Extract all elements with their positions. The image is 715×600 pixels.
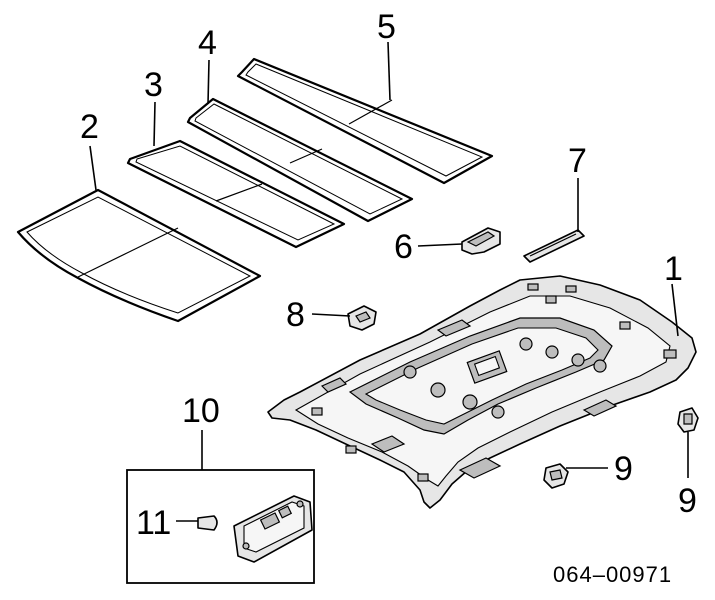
reference-code: 064–00971 [553, 562, 672, 587]
callout-3: 3 [144, 66, 163, 104]
callout-4: 4 [198, 24, 217, 62]
callout-10: 10 [182, 392, 220, 430]
part-10-frame [126, 469, 315, 584]
bulb-part-11 [197, 515, 218, 531]
pad-part-5 [236, 57, 494, 185]
map-lamp-part-10 [233, 495, 313, 563]
leader-4 [207, 59, 210, 105]
leader-2 [89, 145, 97, 191]
callout-8: 8 [286, 296, 305, 334]
pad-part-2 [16, 188, 262, 323]
headliner-part-1 [267, 275, 697, 509]
grab-handle-part-6 [461, 227, 501, 255]
pad-part-4 [186, 97, 414, 223]
callout-1: 1 [664, 250, 683, 288]
callout-6: 6 [394, 228, 413, 266]
rod-part-7 [523, 229, 585, 263]
clip-part-8 [347, 305, 377, 331]
clip-part-9b [677, 407, 699, 433]
callout-5: 5 [377, 8, 396, 46]
callout-9a: 9 [614, 450, 633, 488]
leader-6 [417, 243, 463, 247]
leader-1 [671, 283, 679, 337]
clip-part-9a [543, 463, 569, 489]
callout-9b: 9 [678, 482, 697, 520]
pad-part-3 [126, 139, 346, 249]
callout-11: 11 [136, 504, 171, 542]
leader-5 [387, 41, 391, 101]
callout-2: 2 [80, 108, 99, 146]
leader-3 [153, 101, 156, 147]
callout-7: 7 [568, 142, 587, 180]
leader-8 [311, 313, 351, 317]
